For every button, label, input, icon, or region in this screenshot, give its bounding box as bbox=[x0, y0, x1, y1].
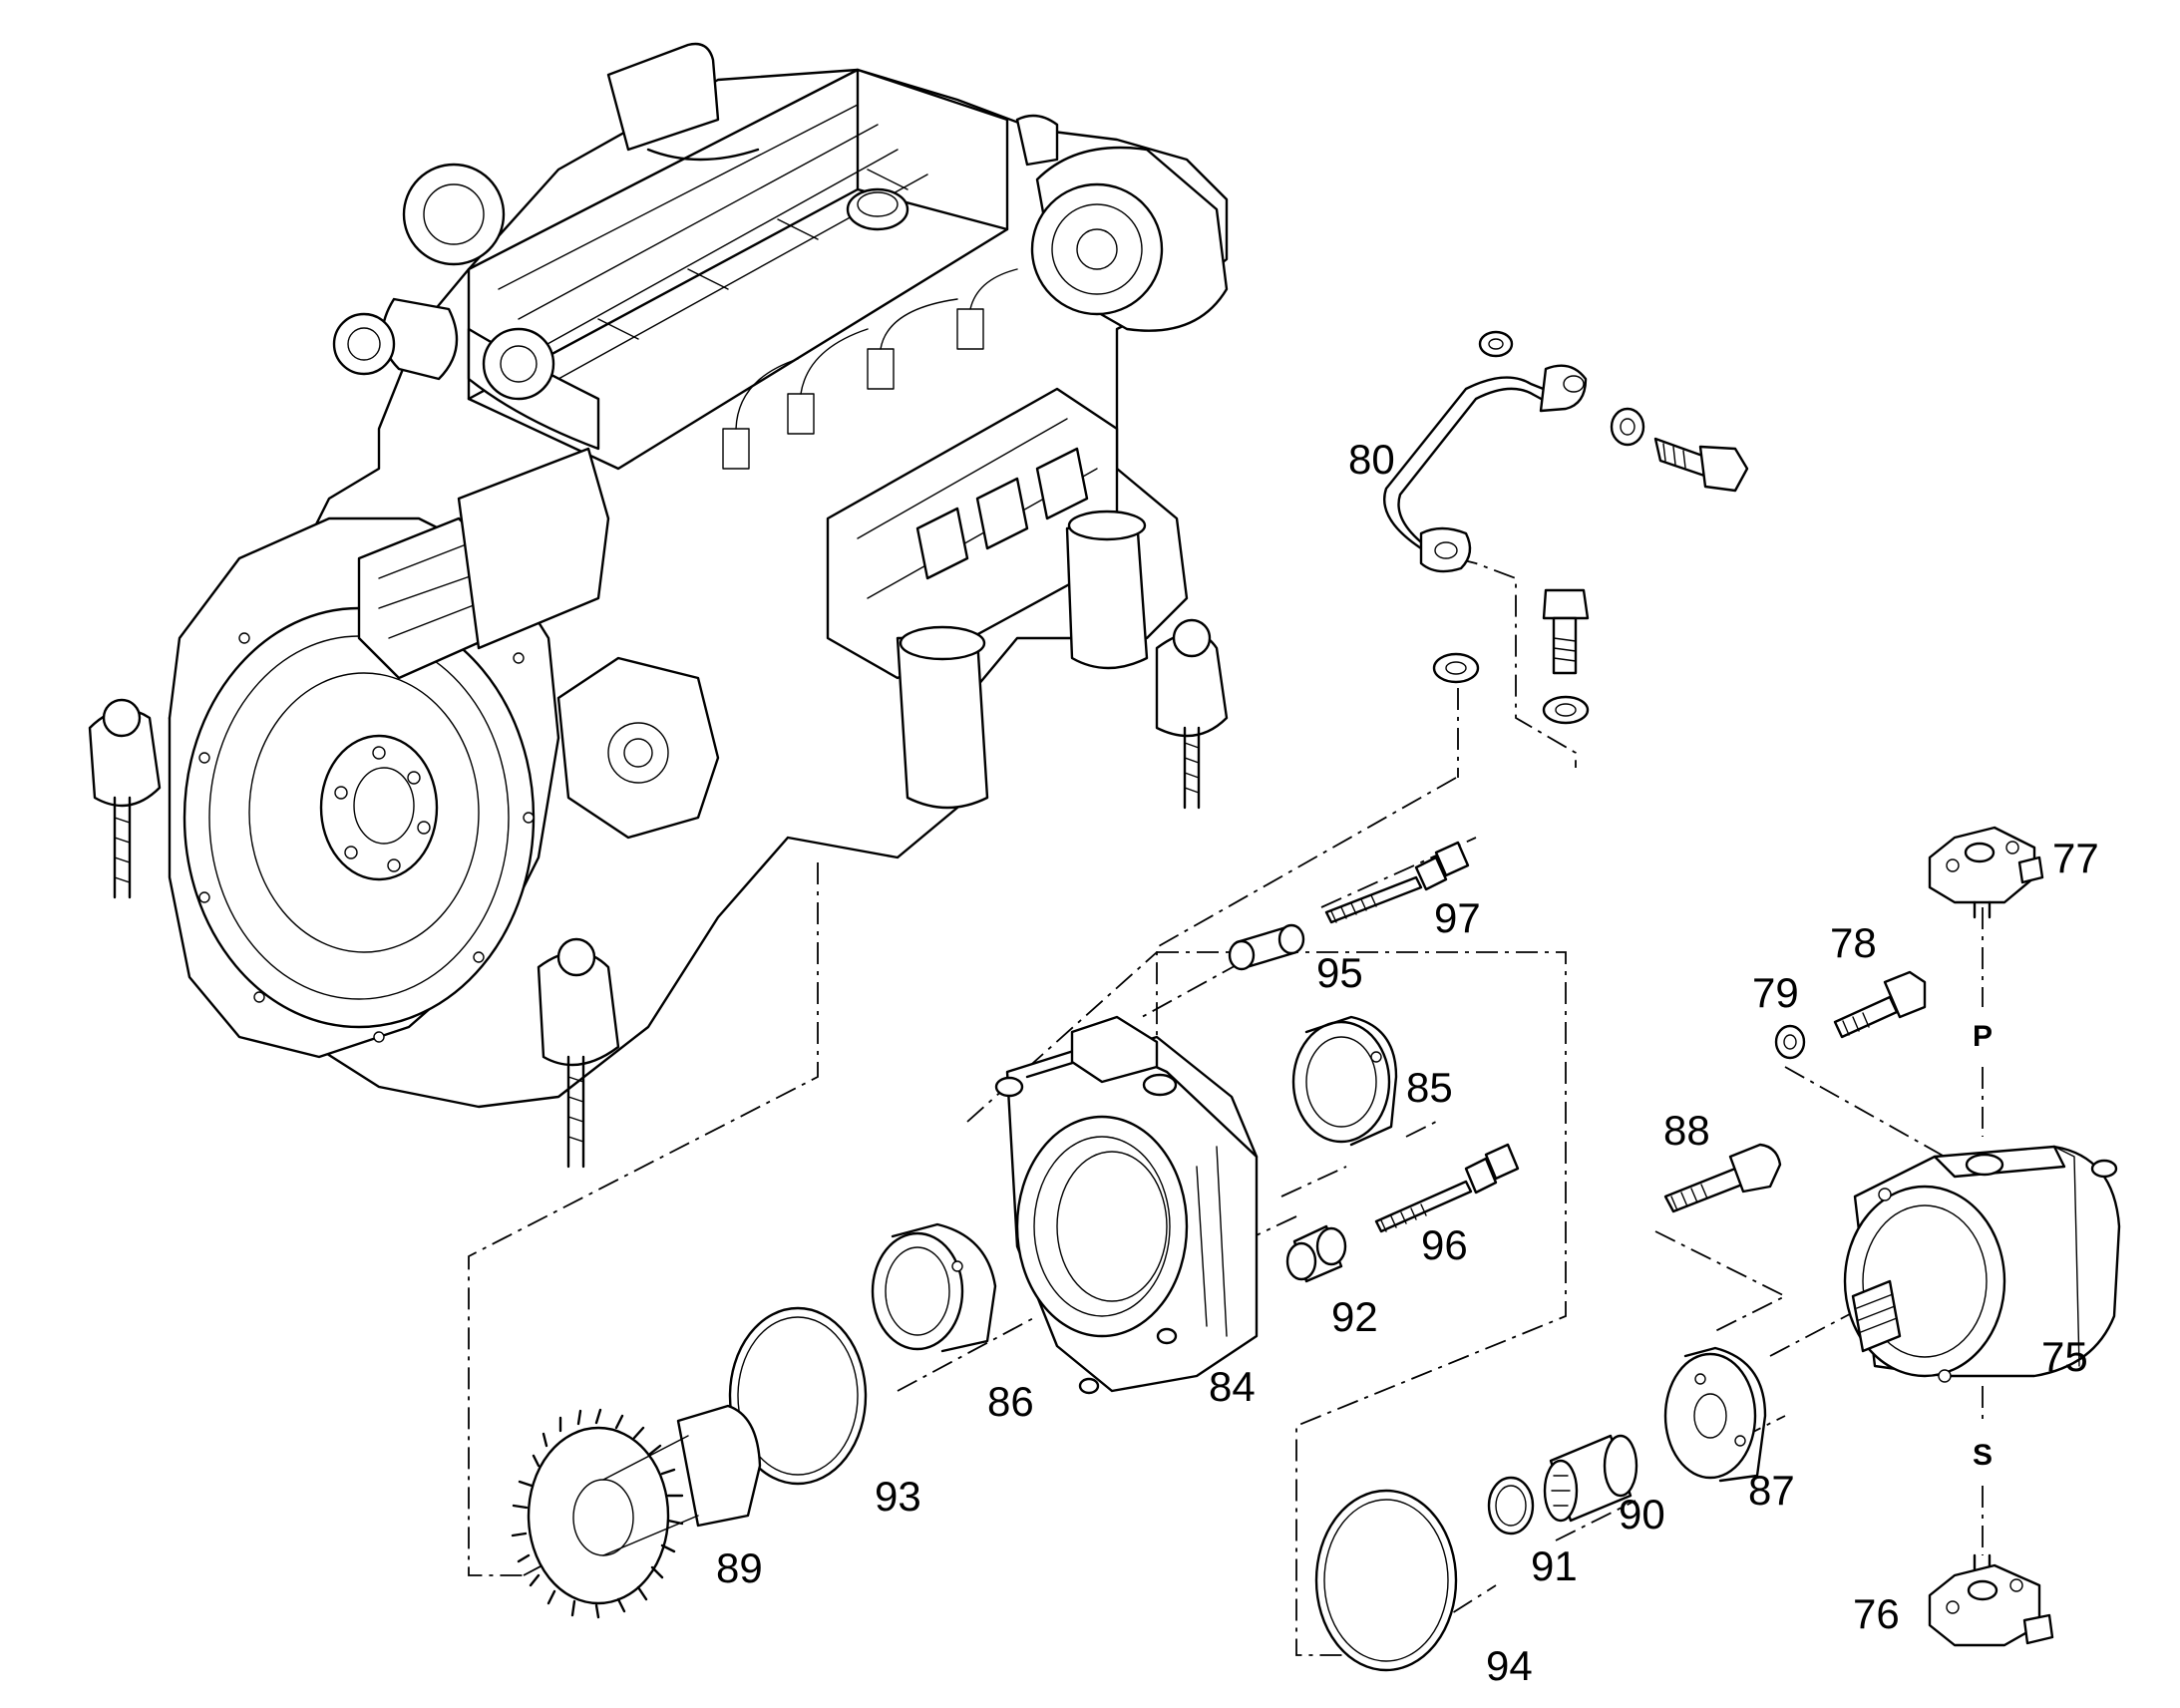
callout-89: 89 bbox=[716, 1544, 763, 1591]
part-95-sleeve bbox=[1228, 923, 1305, 971]
callout-92: 92 bbox=[1331, 1293, 1378, 1340]
part-96-bolt bbox=[1374, 1143, 1520, 1233]
part-97-bolt bbox=[1324, 841, 1470, 924]
callout-80: 80 bbox=[1348, 436, 1395, 483]
callout-88: 88 bbox=[1663, 1107, 1710, 1154]
part-88-screw bbox=[1663, 1143, 1782, 1213]
engine-assembly bbox=[88, 42, 1229, 1169]
callout-78: 78 bbox=[1830, 919, 1877, 966]
callout-75: 75 bbox=[2041, 1333, 2088, 1380]
callout-93: 93 bbox=[875, 1473, 921, 1520]
port-label-suction: S bbox=[1973, 1439, 1994, 1472]
part-80-pipe bbox=[1383, 330, 1749, 725]
callout-95: 95 bbox=[1316, 949, 1363, 996]
callout-76: 76 bbox=[1853, 1590, 1900, 1637]
part-91-circlip bbox=[1487, 1476, 1535, 1536]
callout-87: 87 bbox=[1748, 1467, 1795, 1514]
callout-85: 85 bbox=[1406, 1064, 1453, 1111]
part-89-gear bbox=[511, 1404, 762, 1619]
callout-91: 91 bbox=[1531, 1542, 1578, 1589]
part-84-flange-housing bbox=[994, 1015, 1259, 1395]
callout-96: 96 bbox=[1421, 1221, 1468, 1268]
part-93-o-ring bbox=[728, 1306, 868, 1486]
part-87-plate bbox=[1663, 1346, 1767, 1483]
callout-94: 94 bbox=[1486, 1642, 1533, 1689]
part-75-pump bbox=[1843, 1145, 2121, 1383]
part-85-bearing bbox=[1291, 1015, 1398, 1147]
part-79-washer bbox=[1774, 1024, 1806, 1060]
part-86-bearing bbox=[871, 1222, 997, 1353]
callout-97: 97 bbox=[1434, 894, 1481, 941]
part-76-fitting bbox=[1928, 1553, 2054, 1647]
part-78-bolt bbox=[1833, 970, 1927, 1039]
part-94-o-ring bbox=[1314, 1489, 1458, 1672]
callout-77: 77 bbox=[2052, 835, 2099, 881]
part-90-coupling bbox=[1543, 1434, 1638, 1523]
part-77-fitting bbox=[1928, 826, 2044, 919]
callout-90: 90 bbox=[1619, 1491, 1665, 1537]
callout-84: 84 bbox=[1209, 1363, 1256, 1410]
callout-86: 86 bbox=[987, 1378, 1034, 1425]
callout-79: 79 bbox=[1752, 969, 1799, 1016]
port-label-pressure: P bbox=[1973, 1020, 1994, 1053]
part-92-sleeve bbox=[1285, 1224, 1347, 1283]
